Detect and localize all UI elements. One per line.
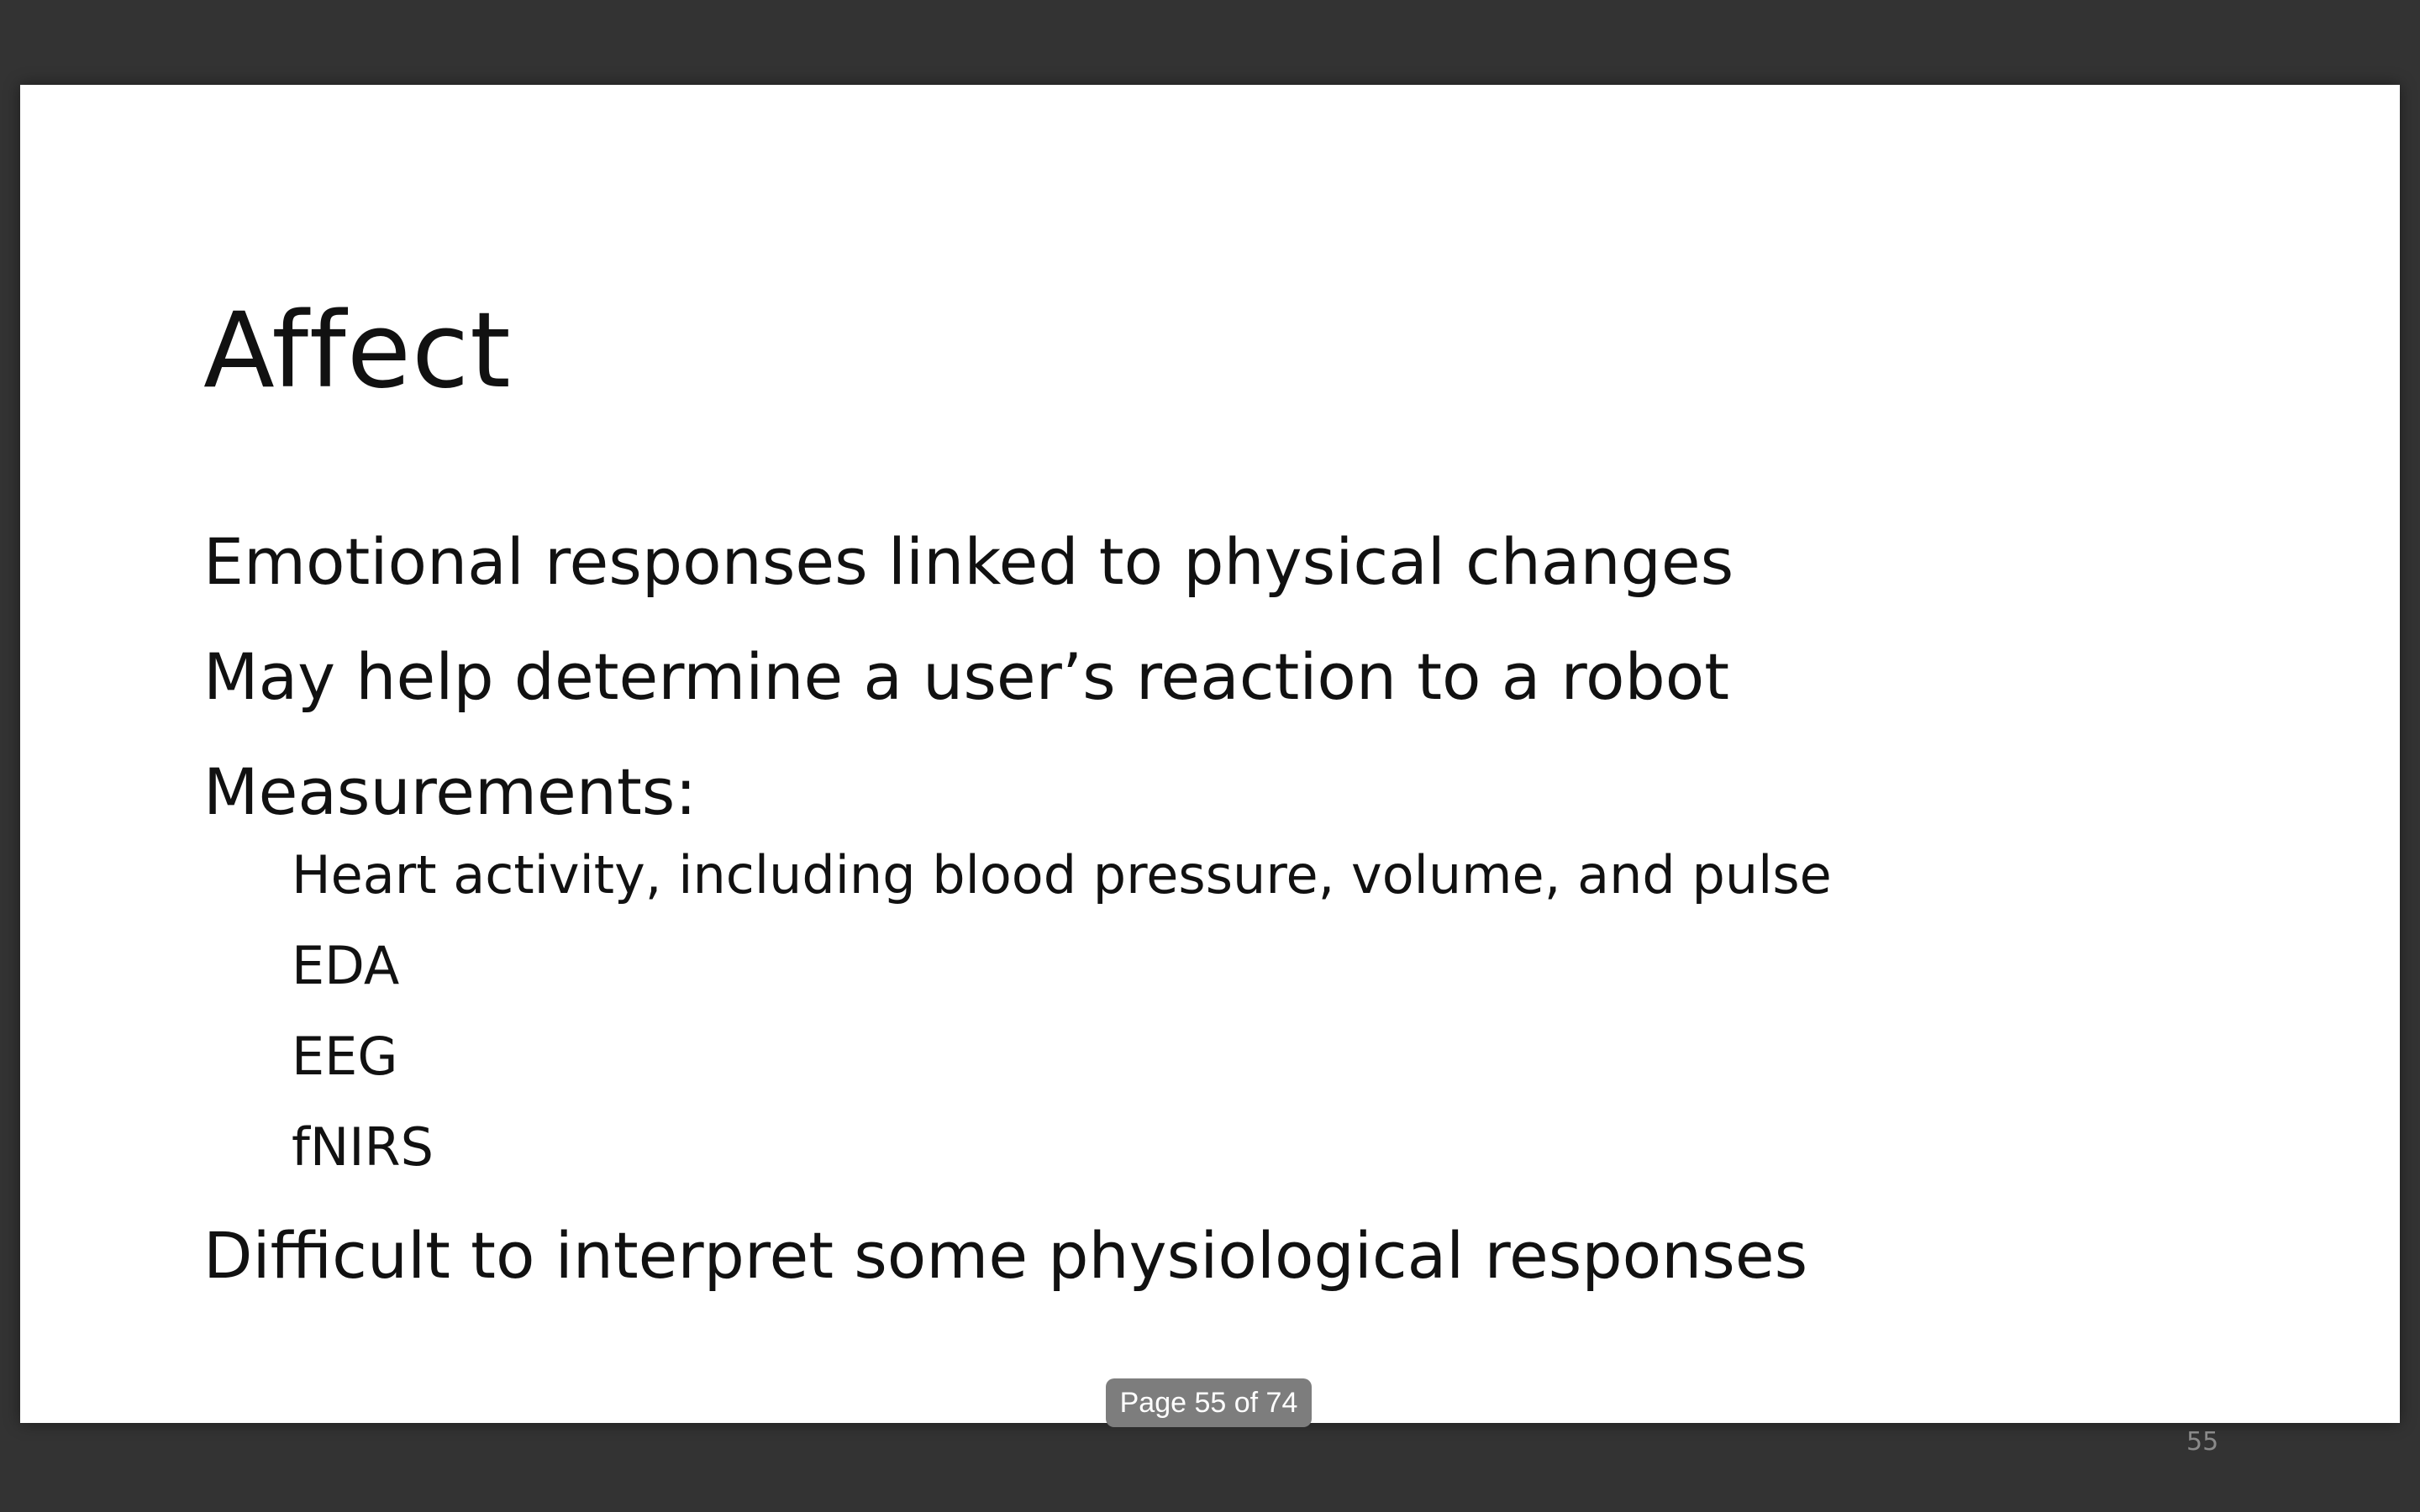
- slide-page: Affect Emotional responses linked to phy…: [20, 85, 2400, 1455]
- bullet-item: Measurements:: [203, 754, 697, 829]
- sub-bullet-item: EDA: [292, 935, 400, 996]
- page-indicator: Page 55 of 74: [1106, 1378, 1312, 1427]
- bullet-item: Emotional responses linked to physical c…: [203, 524, 1734, 599]
- bullet-item: May help determine a user’s reaction to …: [203, 639, 1730, 714]
- sub-bullet-item: fNIRS: [292, 1116, 434, 1178]
- bullet-list: Emotional responses linked to physical c…: [203, 530, 1832, 1339]
- bullet-item: Difficult to interpret some physiologica…: [203, 1218, 1808, 1293]
- slide-title: Affect: [203, 291, 512, 412]
- slide-number: 55: [2186, 1427, 2219, 1457]
- sub-bullet-item: Heart activity, including blood pressure…: [292, 844, 1832, 906]
- sub-bullet-item: EEG: [292, 1026, 398, 1087]
